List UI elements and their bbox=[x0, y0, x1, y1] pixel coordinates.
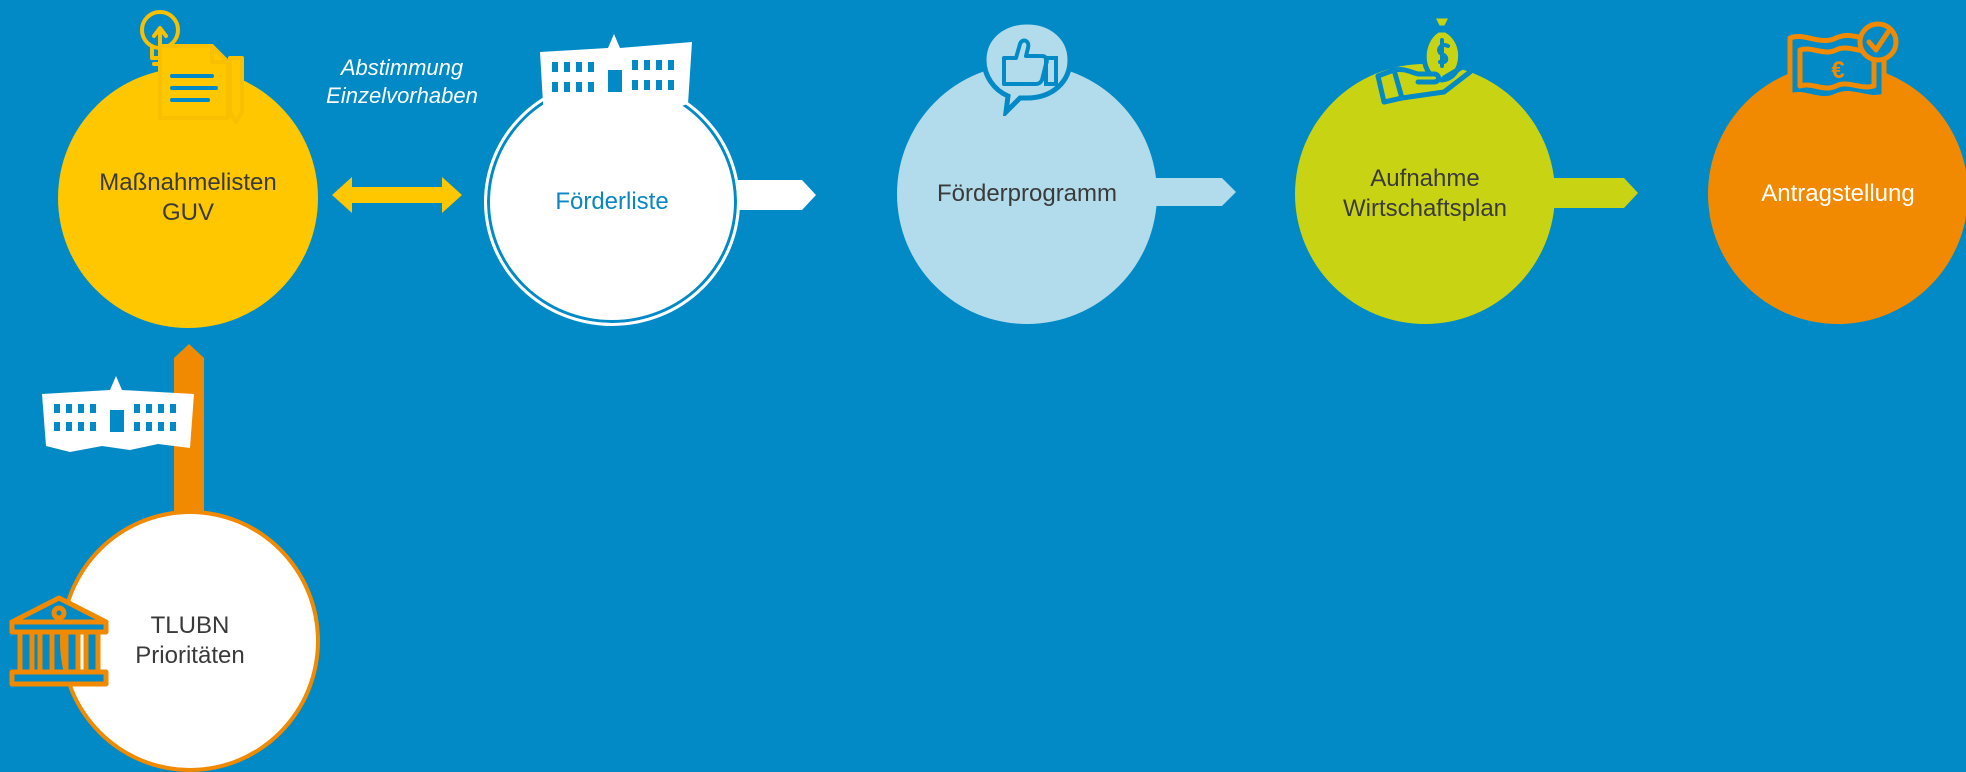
arrow-foerderprogramm-to-aufnahme bbox=[1140, 178, 1236, 206]
node-foerderprogramm: Förderprogramm bbox=[897, 64, 1157, 324]
node-massnahmelisten-label: Maßnahmelisten GUV bbox=[99, 169, 277, 226]
arrow-foerderliste-to-foerderprogramm bbox=[730, 180, 816, 210]
node-antragstellung: Antragstellung bbox=[1708, 64, 1966, 324]
node-aufnahme: Aufnahme Wirtschaftsplan bbox=[1295, 64, 1555, 324]
node-tlubn-label: TLUBN Prioritäten bbox=[135, 612, 245, 669]
double-arrow-abstimmung bbox=[332, 177, 462, 213]
node-foerderprogramm-label: Förderprogramm bbox=[936, 180, 1118, 207]
thumbs-up-chat-icon bbox=[981, 19, 1073, 116]
node-foerderliste-label: Förderliste bbox=[555, 188, 669, 215]
euro-banknote-check-icon: € bbox=[1787, 21, 1899, 102]
building-icon bbox=[540, 34, 692, 120]
node-foerderliste: Förderliste bbox=[484, 78, 740, 326]
building-icon-2 bbox=[42, 376, 194, 452]
arrow-aufnahme-to-antragstellung bbox=[1540, 178, 1638, 208]
node-aufnahme-label: Aufnahme Wirtschaftsplan bbox=[1342, 165, 1508, 222]
svg-text:€: € bbox=[1831, 57, 1844, 84]
node-antragstellung-label: Antragstellung bbox=[1761, 180, 1915, 207]
idea-document-icon bbox=[140, 10, 244, 124]
money-bag-hand-icon bbox=[1375, 13, 1475, 105]
annotation-abstimmung: Abstimmung Einzelvorhaben bbox=[326, 55, 478, 108]
node-tlubn: TLUBN Prioritäten bbox=[60, 510, 320, 772]
government-building-icon bbox=[9, 595, 109, 687]
